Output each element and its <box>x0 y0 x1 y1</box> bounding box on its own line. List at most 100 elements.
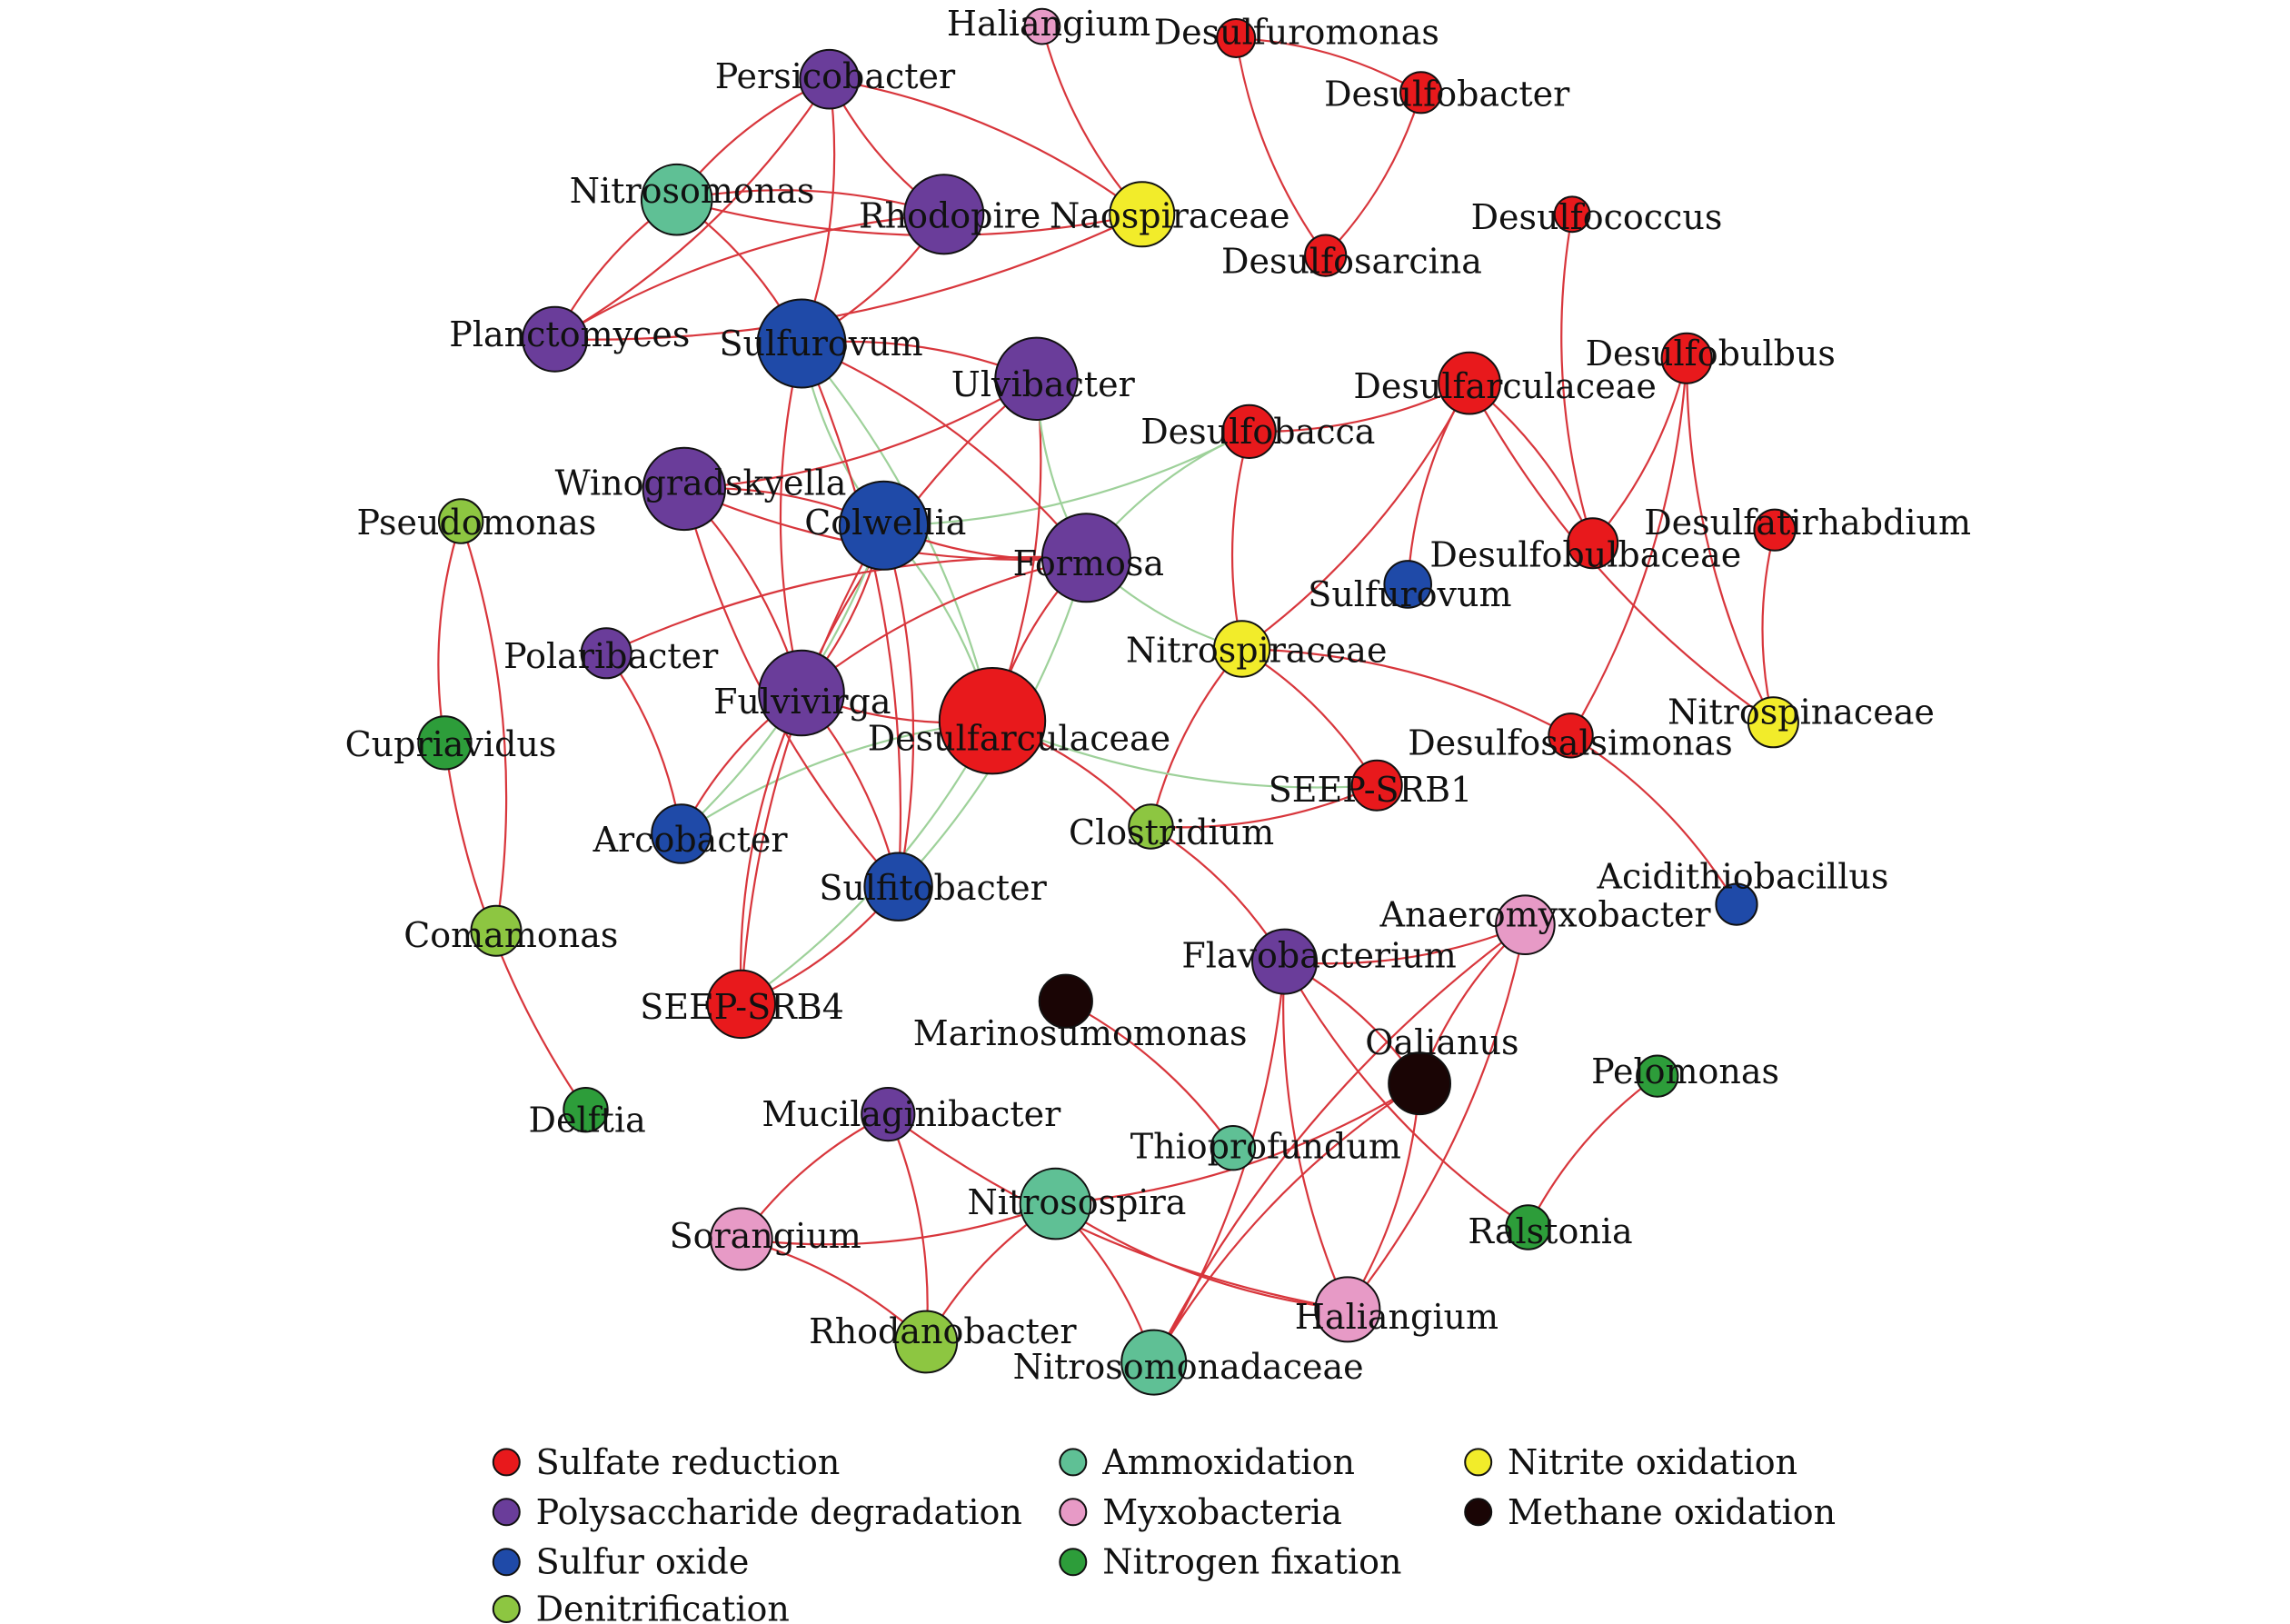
node-persicobacter[interactable] <box>799 48 861 110</box>
node-sulfitobacter[interactable] <box>863 852 933 922</box>
node-label-nitrosospira: Nitrosospira <box>968 1182 1187 1222</box>
node-label-desulfatirhabdium: Desulfatirhabdium <box>1644 503 1971 543</box>
node-mucilaginibacter[interactable] <box>861 1087 916 1142</box>
legend-swatch-poly <box>492 1498 521 1527</box>
edge-rhodopire-planctomyces <box>554 213 944 341</box>
legend-label-methane: Methane oxidation <box>1508 1492 1836 1532</box>
edge-anaeromyxobacter-haliangium2 <box>1347 924 1527 1310</box>
edge-desulfobacca-colwellia <box>883 430 1250 527</box>
edge-desulfobulbus-nitrospinaceae <box>1685 358 1775 723</box>
node-sulfurovum1[interactable] <box>756 298 847 389</box>
node-label-anaeromyxobacter: Anaeromyxobacter <box>1379 894 1712 934</box>
node-label-marinosumomonas: Marinosumomonas <box>913 1013 1248 1053</box>
node-nitrospinaceae[interactable] <box>1747 696 1799 749</box>
node-desulfosarcina[interactable] <box>1304 234 1348 277</box>
node-haliangium1[interactable] <box>1023 7 1061 45</box>
edge-flavobacterium-haliangium2 <box>1282 961 1349 1310</box>
node-formosa[interactable] <box>1040 513 1131 603</box>
node-arcobacter[interactable] <box>651 803 712 864</box>
edge-mucilaginibacter-haliangium2 <box>887 1113 1349 1310</box>
node-desulfosalsimonas[interactable] <box>1548 712 1594 759</box>
edge-nitrosospira-sorangium <box>741 1202 1056 1246</box>
node-label-planctomyces: Planctomyces <box>449 314 690 354</box>
edge-colwellia-sulfitobacter <box>882 525 915 887</box>
node-rhodopire[interactable] <box>903 174 985 255</box>
node-ralstonia[interactable] <box>1505 1204 1551 1250</box>
node-label-thioprofundum: Thioprofundum <box>1130 1127 1401 1167</box>
node-desulfarculaceae1[interactable] <box>1438 351 1501 415</box>
node-winogradskyella[interactable] <box>642 446 726 532</box>
node-acidithiobacillus[interactable] <box>1715 882 1758 926</box>
node-haliangium2[interactable] <box>1314 1276 1381 1343</box>
node-pelomonas[interactable] <box>1636 1054 1679 1098</box>
node-sulfurovum2[interactable] <box>1383 560 1432 609</box>
node-desulfobacca[interactable] <box>1221 404 1277 459</box>
edge-persicobacter-planctomyces <box>554 78 831 341</box>
node-label-pseudomonas: Pseudomonas <box>357 503 597 543</box>
edge-desulfarculaceae2-seep_srb4 <box>741 720 993 1005</box>
node-pseudomonas[interactable] <box>438 498 484 544</box>
node-label-fulvivirga: Fulvivirga <box>713 682 891 722</box>
edge-pseudomonas-cupriavidus <box>437 521 463 743</box>
node-nitrosospira[interactable] <box>1019 1167 1092 1240</box>
node-polaribacter[interactable] <box>580 627 632 680</box>
node-nitrosomonadaceae[interactable] <box>1120 1329 1188 1396</box>
edge-colwellia-seep_srb4 <box>740 524 885 1004</box>
node-rhodanobacter[interactable] <box>894 1310 959 1374</box>
node-anaeromyxobacter[interactable] <box>1495 894 1556 956</box>
node-seep_srb1[interactable] <box>1350 759 1403 812</box>
node-desulfobulbus[interactable] <box>1660 332 1713 384</box>
node-label-naospiraceae: Naospiraceae <box>1050 195 1290 235</box>
edge-sulfurovum1-fulvivirga <box>779 343 803 693</box>
edge-clostridium-seep_srb1 <box>1150 784 1378 829</box>
node-fulvivirga[interactable] <box>758 649 845 737</box>
node-planctomyces[interactable] <box>522 305 589 373</box>
edge-sulfurovum1-formosa <box>801 342 1088 559</box>
node-label-ralstonia: Ralstonia <box>1468 1211 1632 1251</box>
edge-ulvibacter-winogradskyella <box>683 377 1038 490</box>
node-label-cupriavidus: Cupriavidus <box>345 724 557 764</box>
node-thioprofundum[interactable] <box>1210 1125 1257 1171</box>
node-ulvibacter[interactable] <box>994 336 1079 421</box>
node-delftia[interactable] <box>563 1087 609 1133</box>
node-nitrosomonas[interactable] <box>640 163 713 236</box>
node-flavobacterium[interactable] <box>1251 928 1318 995</box>
node-oalianus[interactable] <box>1388 1051 1451 1116</box>
nodes-layer <box>417 7 1799 1396</box>
node-label-oalianus: Oalianus <box>1365 1022 1518 1062</box>
legend-swatch-nitrite <box>1464 1448 1493 1477</box>
node-desulfarculaceae2[interactable] <box>938 667 1047 775</box>
node-label-rhodanobacter: Rhodanobacter <box>809 1311 1077 1351</box>
node-desulfobacter[interactable] <box>1399 71 1443 115</box>
node-sorangium[interactable] <box>709 1207 773 1271</box>
edge-flavobacterium-nitrosomonadaceae <box>1152 961 1286 1363</box>
legend-label-nfix: Nitrogen fixation <box>1102 1542 1401 1582</box>
node-desulfatirhabdium[interactable] <box>1753 508 1797 552</box>
edge-nitrosomonas-naospiraceae <box>676 198 1143 237</box>
legend-swatch-methane <box>1464 1498 1493 1527</box>
node-label-colwellia: Colwellia <box>804 503 966 543</box>
node-marinosumomonas[interactable] <box>1038 973 1093 1029</box>
node-colwellia[interactable] <box>839 480 929 571</box>
node-desulfuromonas[interactable] <box>1216 18 1257 58</box>
node-label-ulvibacter: Ulvibacter <box>951 364 1136 404</box>
edge-desulfarculaceae1-nitrospiraceae <box>1240 383 1470 650</box>
node-label-sulfurovum1: Sulfurovum <box>720 324 923 364</box>
node-label-winogradskyella: Winogradskyella <box>555 463 847 503</box>
node-label-desulfarculaceae1: Desulfarculaceae <box>1353 366 1656 406</box>
node-desulfobulbaceae[interactable] <box>1567 517 1619 570</box>
node-clostridium[interactable] <box>1128 803 1174 850</box>
legend-label-denit: Denitrification <box>536 1589 790 1624</box>
node-naospiraceae[interactable] <box>1109 181 1176 248</box>
edge-planctomyces-naospiraceae <box>554 213 1143 341</box>
node-desulfococcus[interactable] <box>1553 195 1591 234</box>
node-nitrospiraceae[interactable] <box>1212 620 1271 678</box>
node-label-desulfuromonas: Desulfuromonas <box>1154 13 1439 53</box>
node-label-seep_srb1: SEEP-SRB1 <box>1269 770 1473 810</box>
node-comamonas[interactable] <box>470 904 523 957</box>
edge-desulfobulbus-desulfosalsimonas <box>1569 358 1688 736</box>
edge-desulfarculaceae1-nitrospinaceae <box>1469 383 1775 723</box>
node-cupriavidus[interactable] <box>417 715 473 771</box>
legend-label-nitrite: Nitrite oxidation <box>1508 1442 1797 1482</box>
node-seep_srb4[interactable] <box>706 969 776 1040</box>
